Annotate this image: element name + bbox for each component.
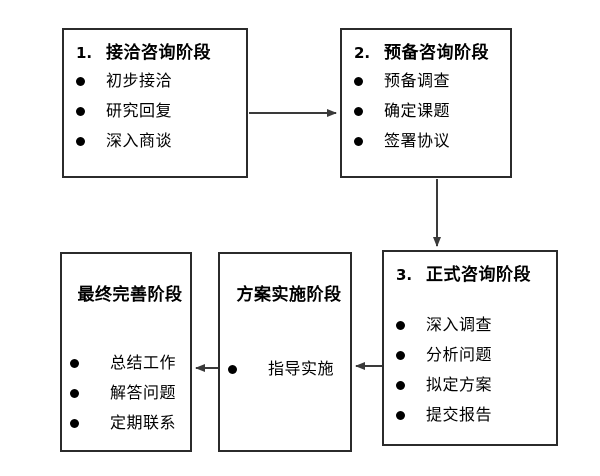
stage-1-item-1: 初步接洽 [76,66,246,96]
stage-implementation-item-1: 指导实施 [228,354,350,384]
stage-2-item-3-label: 签署协议 [384,131,451,150]
stage-2-item-1: 预备调查 [354,66,510,96]
stage-final-item-2-label: 解答问题 [110,383,177,402]
stage-2-title: 预备咨询阶段 [384,43,489,63]
stage-2-item-3: 签署协议 [354,126,510,156]
stage-final-title: 最终完善阶段 [77,285,183,305]
stage-box-3[interactable]: 3. 正式咨询阶段 深入调查 分析问题 拟定方案 提交报告 [382,250,558,446]
stage-implementation-item-1-label: 指导实施 [268,359,335,378]
stage-box-1[interactable]: 1. 接洽咨询阶段 初步接洽 研究回复 深入商谈 [62,28,248,178]
bullet-icon [354,136,384,146]
stage-1-item-3-label: 深入商谈 [106,131,173,150]
bullet-icon [70,418,100,428]
stage-3-number: 3. [396,266,413,284]
stage-3-item-3: 拟定方案 [396,370,556,400]
bullet-icon [396,320,426,330]
stage-box-final[interactable]: 最终完善阶段 总结工作 解答问题 定期联系 [60,252,192,452]
stage-3-item-2: 分析问题 [396,340,556,370]
stage-box-implementation[interactable]: 方案实施阶段 指导实施 [218,252,352,452]
stage-2-item-2: 确定课题 [354,96,510,126]
stage-implementation-title: 方案实施阶段 [236,285,342,305]
stage-2-item-1-label: 预备调查 [384,71,451,90]
bullet-icon [76,106,106,116]
bullet-icon [396,350,426,360]
stage-3-item-1-label: 深入调查 [426,315,493,334]
stage-3-item-4: 提交报告 [396,400,556,430]
stage-1-item-2: 研究回复 [76,96,246,126]
stage-1-number: 1. [76,44,93,62]
stage-final-item-2: 解答问题 [70,378,190,408]
bullet-icon [70,388,100,398]
stage-final-item-3-label: 定期联系 [110,413,177,432]
stage-final-item-1-label: 总结工作 [110,353,177,372]
bullet-icon [76,136,106,146]
stage-1-header: 1. 接洽咨询阶段 [76,40,246,66]
bullet-icon [396,410,426,420]
stage-box-2[interactable]: 2. 预备咨询阶段 预备调查 确定课题 签署协议 [340,28,512,178]
stage-1-title: 接洽咨询阶段 [106,43,211,63]
spacer [228,308,350,354]
stage-final-item-1: 总结工作 [70,348,190,378]
bullet-icon [76,76,106,86]
bullet-icon [354,106,384,116]
bullet-icon [70,358,100,368]
stage-1-item-2-label: 研究回复 [106,101,173,120]
stage-3-item-4-label: 提交报告 [426,405,493,424]
bullet-icon [354,76,384,86]
stage-2-number: 2. [354,44,371,62]
stage-1-item-1-label: 初步接洽 [106,71,173,90]
stage-final-item-3: 定期联系 [70,408,190,438]
stage-3-title: 正式咨询阶段 [426,265,531,285]
spacer [396,288,556,310]
stage-3-item-3-label: 拟定方案 [426,375,493,394]
stage-3-item-2-label: 分析问题 [426,345,493,364]
spacer [70,308,190,348]
stage-2-item-2-label: 确定课题 [384,101,451,120]
bullet-icon [396,380,426,390]
stage-3-header: 3. 正式咨询阶段 [396,262,556,288]
stage-2-header: 2. 预备咨询阶段 [354,40,510,66]
stage-1-item-3: 深入商谈 [76,126,246,156]
stage-3-item-1: 深入调查 [396,310,556,340]
bullet-icon [228,364,258,374]
